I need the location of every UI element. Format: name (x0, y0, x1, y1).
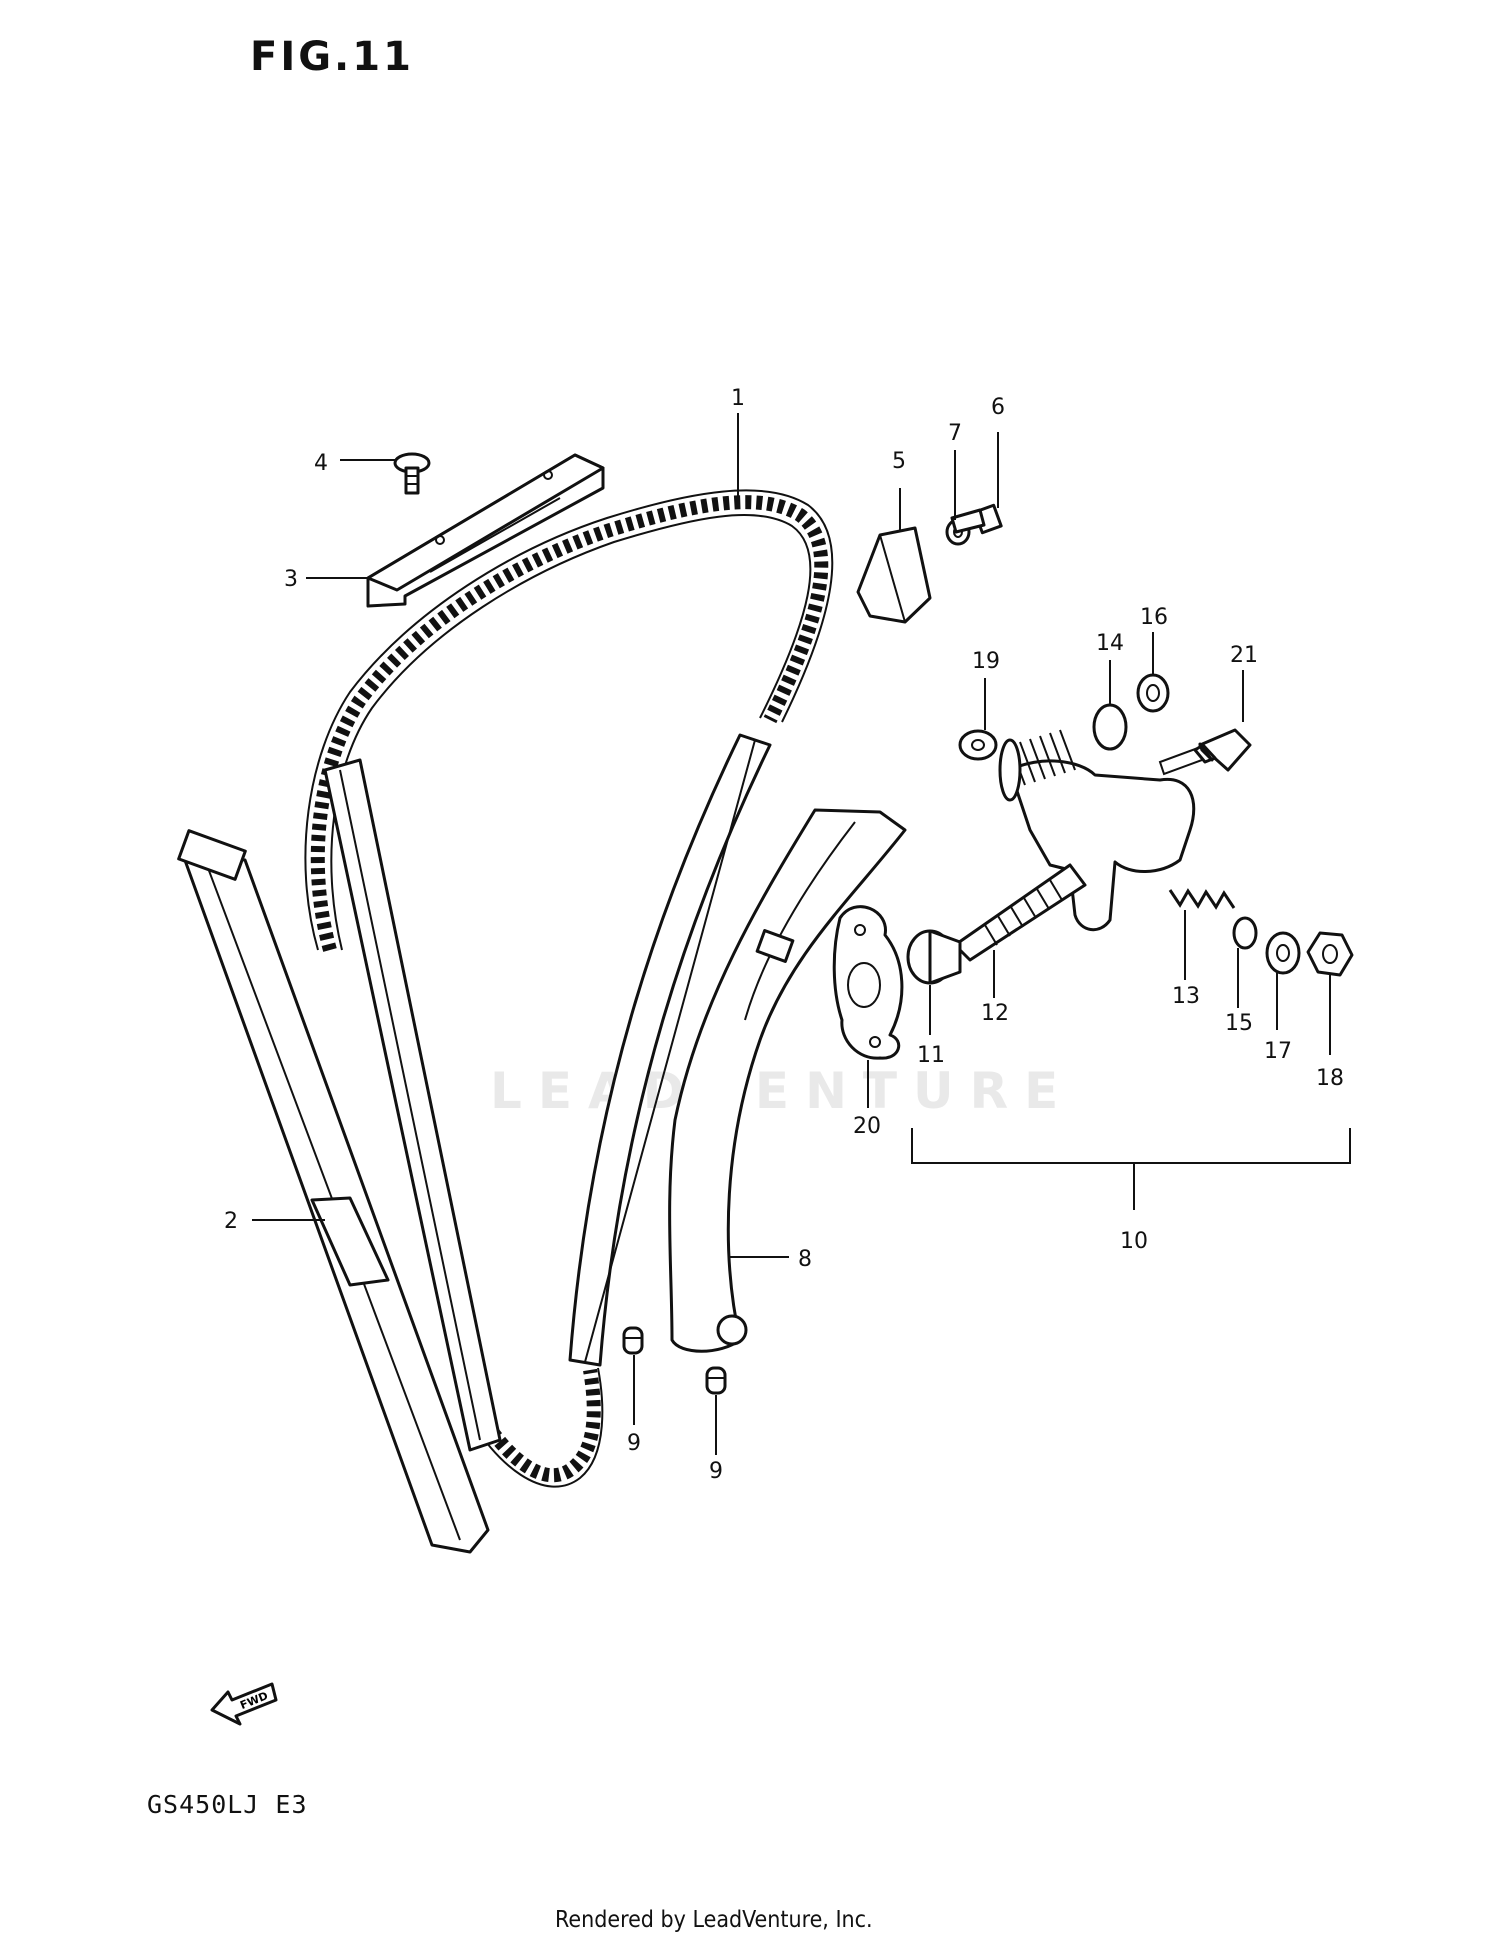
plunger-part-11[interactable] (906, 929, 962, 985)
fwd-arrow-icon: FWD (210, 1682, 278, 1726)
callout-13: 13 (1172, 984, 1200, 1009)
callout-12: 12 (981, 1001, 1009, 1026)
callout-17: 17 (1264, 1039, 1292, 1064)
callout-7: 7 (948, 421, 962, 446)
bolt-part-21[interactable] (1158, 728, 1252, 776)
model-code: GS450LJ E3 (147, 1790, 308, 1819)
callout-14: 14 (1096, 631, 1124, 656)
gasket-part-20[interactable] (832, 905, 904, 1060)
o-ring-part-14[interactable] (1092, 703, 1128, 751)
callout-21: 21 (1230, 643, 1258, 668)
tensioner-body[interactable] (998, 729, 1196, 931)
chain-guide-front[interactable] (568, 733, 772, 1367)
bolt-part-9b[interactable] (705, 1366, 727, 1395)
bolt-part-6[interactable] (950, 503, 1003, 535)
callout-6: 6 (991, 395, 1005, 420)
callout-9a: 9 (627, 1431, 641, 1456)
callout-2: 2 (224, 1209, 238, 1234)
circlip-part-15[interactable] (1232, 916, 1258, 950)
callouts: 1 2 3 4 5 6 7 8 9 9 10 11 12 13 14 15 16… (224, 386, 1344, 1484)
callout-16: 16 (1140, 605, 1168, 630)
callout-8: 8 (798, 1247, 812, 1272)
screw-part-4[interactable] (393, 452, 431, 495)
tensioner-slipper-part-8[interactable] (668, 808, 907, 1353)
bolt-part-9a[interactable] (622, 1326, 644, 1355)
figure-title: FIG.11 (250, 34, 414, 80)
pushrod-part-12[interactable] (953, 863, 1087, 962)
washer-part-17[interactable] (1265, 931, 1301, 975)
chain-guide-top[interactable] (366, 453, 605, 608)
watermark: LEADVENTURE (490, 1062, 1075, 1120)
callout-10: 10 (1120, 1229, 1148, 1254)
nut-part-18[interactable] (1306, 931, 1354, 977)
callout-15: 15 (1225, 1011, 1253, 1036)
callout-19: 19 (972, 649, 1000, 674)
callout-4: 4 (314, 451, 328, 476)
seal-part-16[interactable] (1136, 673, 1170, 713)
callout-9b: 9 (709, 1459, 723, 1484)
leader-lines (252, 413, 1331, 1455)
callout-20: 20 (853, 1114, 881, 1139)
callout-5: 5 (892, 449, 906, 474)
footer-credit: Rendered by LeadVenture, Inc. (555, 1907, 873, 1933)
callout-1: 1 (731, 386, 745, 411)
callout-18: 18 (1316, 1066, 1344, 1091)
callout-11: 11 (917, 1043, 945, 1068)
callout-3: 3 (284, 567, 298, 592)
assembly-bracket (911, 1128, 1351, 1210)
chain-guide-rear[interactable] (177, 758, 502, 1554)
spring-part-13[interactable] (1168, 888, 1236, 910)
washer-part-19[interactable] (958, 729, 998, 761)
damper-part-5[interactable] (856, 526, 932, 624)
